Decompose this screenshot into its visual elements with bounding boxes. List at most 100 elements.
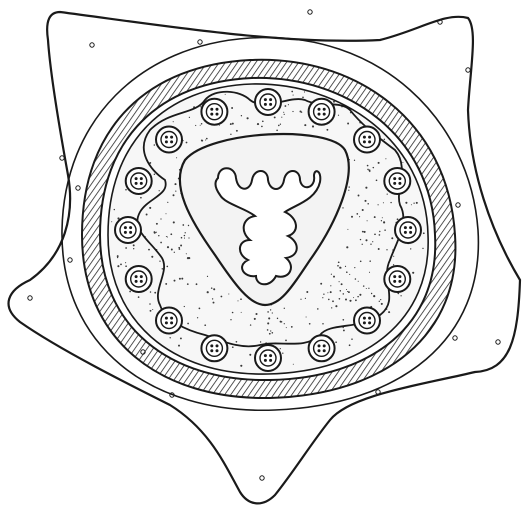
stipple-dot: [173, 194, 175, 196]
stipple-dot: [391, 237, 393, 239]
stipple-dot: [188, 225, 189, 226]
stipple-dot: [362, 231, 364, 233]
bundle-cell: [264, 359, 267, 362]
stipple-dot: [351, 216, 353, 218]
stipple-dot: [205, 139, 206, 140]
stipple-dot: [220, 296, 222, 298]
stipple-dot: [175, 191, 176, 192]
stipple-dot: [267, 322, 269, 324]
stipple-dot: [257, 123, 259, 125]
stipple-dot: [335, 341, 337, 343]
stipple-dot: [272, 312, 273, 313]
stipple-dot: [211, 287, 213, 289]
stipple-dot: [345, 266, 346, 267]
stipple-dot: [167, 246, 169, 248]
stipple-dot: [393, 256, 394, 257]
stipple-dot: [374, 233, 376, 235]
stipple-dot: [379, 301, 380, 302]
stipple-dot: [174, 252, 175, 253]
stipple-dot: [338, 115, 339, 116]
stipple-dot: [276, 129, 278, 131]
stipple-dot: [291, 326, 293, 328]
bundle-sheath: [384, 168, 410, 194]
stipple-dot: [374, 216, 376, 218]
stipple-dot: [212, 298, 213, 299]
stipple-dot: [184, 238, 185, 239]
bundle-cell: [165, 321, 168, 324]
stipple-dot: [158, 235, 159, 236]
stipple-dot: [340, 290, 342, 292]
stipple-dot: [293, 95, 294, 96]
vascular-bundle: [309, 335, 335, 361]
stipple-dot: [152, 309, 153, 310]
stipple-dot: [312, 125, 314, 127]
bundle-sheath: [126, 168, 152, 194]
stipple-dot: [338, 261, 340, 263]
stipple-dot: [348, 190, 349, 191]
stipple-dot: [146, 214, 148, 216]
stipple-dot: [347, 123, 349, 125]
stipple-dot: [166, 236, 167, 237]
bundle-cell: [398, 177, 401, 180]
stipple-dot: [384, 229, 386, 231]
bundle-cell: [368, 140, 371, 143]
stipple-dot: [364, 200, 366, 202]
stipple-dot: [322, 323, 324, 325]
bundle-cell: [264, 98, 267, 101]
stipple-dot: [149, 303, 151, 305]
stipple-dot: [343, 329, 345, 331]
stipple-dot: [230, 123, 232, 125]
stipple-dot: [412, 272, 414, 274]
stipple-dot: [270, 330, 271, 331]
stipple-dot: [125, 262, 126, 263]
stipple-dot: [330, 285, 331, 286]
stipple-dot: [179, 278, 181, 280]
stipple-dot: [332, 300, 334, 302]
stipple-dot: [284, 308, 285, 309]
stipple-dot: [171, 249, 173, 251]
stipple-dot: [176, 157, 177, 158]
stipple-dot: [154, 231, 156, 233]
stipple-dot: [384, 139, 385, 140]
stipple-dot: [390, 202, 391, 203]
stipple-dot: [306, 291, 308, 293]
bundle-cell: [124, 231, 127, 234]
vascular-bundle: [309, 99, 335, 125]
bundle-cell: [216, 344, 219, 347]
stipple-dot: [345, 299, 347, 301]
stipple-dot: [302, 96, 304, 98]
stipple-dot: [346, 246, 348, 248]
stipple-dot: [283, 112, 284, 113]
stipple-dot: [379, 231, 380, 232]
stipple-dot: [269, 333, 271, 335]
bundle-cell: [264, 103, 267, 106]
stipple-dot: [331, 274, 332, 275]
stipple-dot: [367, 169, 369, 171]
bundle-sheath: [115, 217, 141, 243]
stipple-dot: [357, 296, 359, 298]
stipple-dot: [370, 243, 371, 244]
stipple-dot: [173, 221, 175, 223]
stipple-dot: [371, 293, 372, 294]
bundle-sheath: [309, 99, 335, 125]
stipple-dot: [231, 107, 233, 109]
stipple-dot: [272, 332, 274, 334]
bundle-sheath: [255, 89, 281, 115]
stipple-dot: [367, 220, 368, 221]
stipple-dot: [156, 223, 158, 225]
stipple-dot: [379, 234, 381, 236]
stipple-dot: [363, 285, 364, 286]
stipple-dot: [359, 216, 360, 217]
stipple-dot: [255, 313, 257, 315]
stipple-dot: [169, 337, 170, 338]
stipple-dot: [267, 311, 269, 313]
bundle-cell: [368, 136, 371, 139]
stipple-dot: [181, 237, 183, 239]
stipple-dot: [282, 353, 283, 354]
stipple-dot: [174, 280, 176, 282]
stipple-dot: [236, 130, 238, 132]
stipple-dot: [160, 242, 162, 244]
bundle-cell: [210, 108, 213, 111]
bundle-cell: [363, 140, 366, 143]
